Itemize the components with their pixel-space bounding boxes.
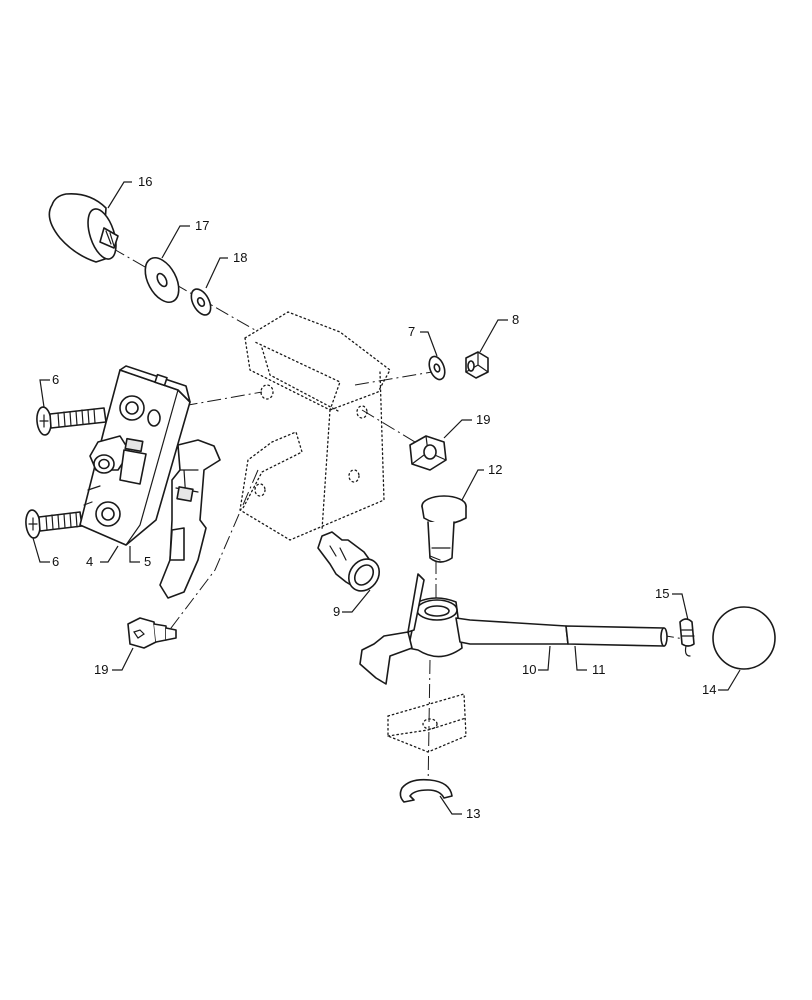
part-16-knob bbox=[48, 192, 119, 263]
latch-trigger-lever bbox=[159, 439, 221, 599]
callout-13: 13 bbox=[466, 806, 480, 821]
callout-15: 15 bbox=[655, 586, 669, 601]
part-19-bolt-lower bbox=[127, 617, 177, 649]
mounting-bracket-reference bbox=[239, 311, 391, 541]
part-19-nut-upper bbox=[409, 435, 447, 471]
part-18-washer bbox=[190, 288, 212, 316]
callout-8: 8 bbox=[512, 312, 519, 327]
part-15-spring-pin bbox=[679, 618, 695, 657]
callout-labels: 16 17 18 7 8 6 19 12 6 4 5 9 15 19 10 11… bbox=[52, 174, 716, 821]
callout-6-upper: 6 bbox=[52, 372, 59, 387]
part-6-screw-lower bbox=[25, 509, 83, 539]
callout-17: 17 bbox=[195, 218, 209, 233]
callout-6-lower: 6 bbox=[52, 554, 59, 569]
callout-7: 7 bbox=[408, 324, 415, 339]
part-8-nut bbox=[465, 351, 489, 379]
part-14-ball bbox=[712, 606, 776, 670]
callout-10: 10 bbox=[522, 662, 536, 677]
part-7-washer bbox=[428, 355, 446, 381]
callout-4: 4 bbox=[86, 554, 93, 569]
callout-9: 9 bbox=[333, 604, 340, 619]
part-13-e-clip bbox=[399, 778, 453, 803]
part-12-pin bbox=[421, 495, 467, 563]
callout-16: 16 bbox=[138, 174, 152, 189]
callout-18: 18 bbox=[233, 250, 247, 265]
part-6-screw-upper bbox=[36, 406, 107, 436]
callout-leaders bbox=[32, 181, 741, 815]
part-4-5-latch-assembly bbox=[79, 365, 191, 546]
callout-19-upper: 19 bbox=[476, 412, 490, 427]
callout-14: 14 bbox=[702, 682, 716, 697]
callout-19-lower: 19 bbox=[94, 662, 108, 677]
callout-11: 11 bbox=[592, 662, 606, 677]
part-17-washer bbox=[144, 257, 180, 303]
callout-12: 12 bbox=[488, 462, 502, 477]
part-9-bump-stop bbox=[317, 531, 381, 592]
callout-5: 5 bbox=[144, 554, 151, 569]
part-10-11-shaft-lever bbox=[359, 573, 668, 685]
lower-bracket-reference bbox=[387, 693, 467, 753]
